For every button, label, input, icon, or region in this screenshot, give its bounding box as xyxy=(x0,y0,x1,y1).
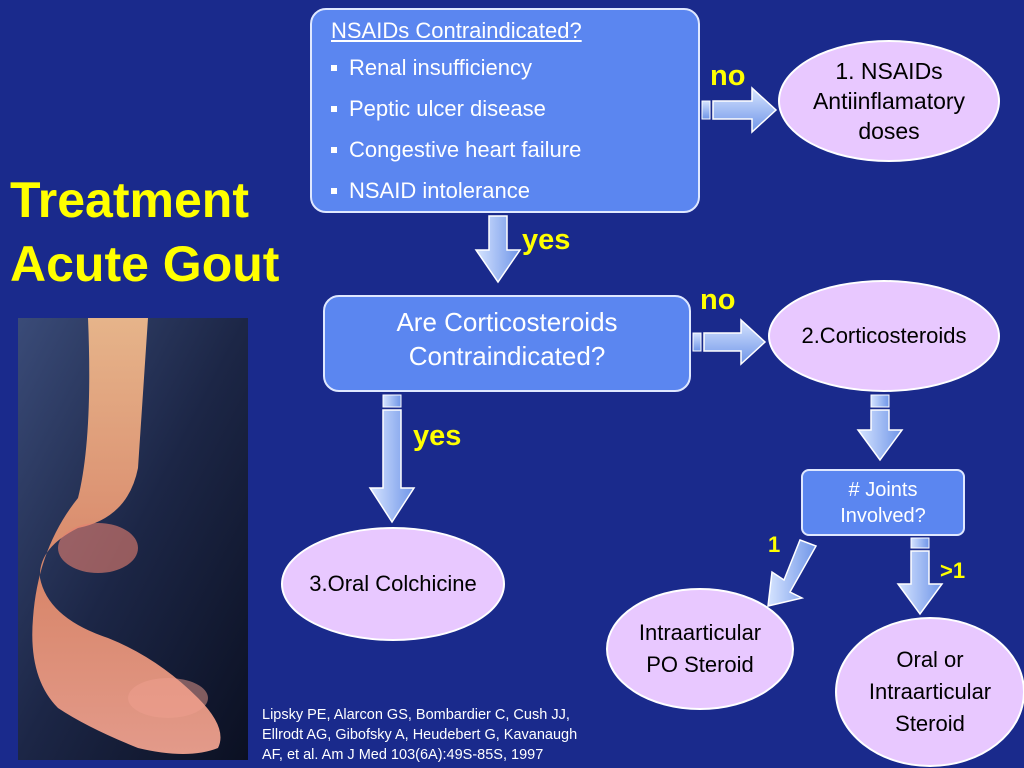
arrow-one-joint xyxy=(767,539,818,607)
gout-foot-photo xyxy=(18,318,248,760)
corticosteroids-outcome-label: 2.Corticosteroids xyxy=(801,323,967,348)
nsaids-outcome-oval: 1. NSAIDs Antiinflamatory doses xyxy=(778,40,1000,162)
arrow-no-corticosteroids xyxy=(692,318,767,366)
list-item: Peptic ulcer disease xyxy=(331,94,684,123)
title-line-2: Acute Gout xyxy=(10,236,280,292)
reference-line-1: Lipsky PE, Alarcon GS, Bombardier C, Cus… xyxy=(262,707,570,723)
list-item: NSAID intolerance xyxy=(331,176,684,205)
list-item: Congestive heart failure xyxy=(331,135,684,164)
colchicine-outcome-label: 3.Oral Colchicine xyxy=(309,571,477,596)
steroids-box-line-2: Contraindicated? xyxy=(408,341,606,371)
oral-line-3: Steroid xyxy=(895,711,965,736)
joints-box-line-2: Involved? xyxy=(840,505,926,527)
slide-title: Treatment Acute Gout xyxy=(10,168,330,296)
label-yes-1: yes xyxy=(522,224,571,256)
intraarticular-line-1: Intraarticular xyxy=(638,620,762,645)
arrow-more-joints xyxy=(896,537,944,616)
nsaids-outcome-line-2: Antiinflamatory xyxy=(812,88,966,114)
arrow-no-nsaids xyxy=(701,86,778,134)
intraarticular-outcome-oval: Intraarticular PO Steroid xyxy=(606,588,794,710)
joints-involved-box: # Joints Involved? xyxy=(801,469,965,536)
label-yes-2: yes xyxy=(413,420,462,452)
nsaids-outcome-line-3: doses xyxy=(858,118,920,144)
joints-box-line-1: # Joints xyxy=(848,479,918,501)
nsaids-contraindicated-box: NSAIDs Contraindicated? Renal insufficie… xyxy=(310,8,700,213)
nsaids-box-header: NSAIDs Contraindicated? xyxy=(331,18,582,43)
reference-line-2: Ellrodt AG, Gibofsky A, Heudebert G, Kav… xyxy=(262,727,578,743)
oral-line-2: Intraarticular xyxy=(868,679,992,704)
label-one-joint: 1 xyxy=(768,532,781,557)
label-no-2: no xyxy=(700,284,736,316)
corticosteroids-outcome-oval: 2.Corticosteroids xyxy=(768,280,1000,392)
arrow-yes-to-steroids xyxy=(474,215,522,284)
nsaids-contraindication-list: Renal insufficiency Peptic ulcer disease… xyxy=(326,53,684,205)
list-item: Renal insufficiency xyxy=(331,53,684,82)
colchicine-outcome-oval: 3.Oral Colchicine xyxy=(281,527,505,641)
steroids-box-line-1: Are Corticosteroids xyxy=(396,307,618,337)
title-line-1: Treatment xyxy=(10,172,249,228)
reference-line-3: AF, et al. Am J Med 103(6A):49S-85S, 199… xyxy=(262,747,544,763)
nsaids-outcome-line-1: 1. NSAIDs xyxy=(835,58,943,84)
reference-citation: Lipsky PE, Alarcon GS, Bombardier C, Cus… xyxy=(262,705,652,765)
oral-outcome-oval: Oral or Intraarticular Steroid xyxy=(835,617,1024,767)
intraarticular-line-2: PO Steroid xyxy=(646,652,754,677)
arrow-to-joints xyxy=(856,394,904,462)
label-more-joints: >1 xyxy=(940,558,966,583)
label-no-1: no xyxy=(710,60,746,92)
corticosteroids-contraindicated-box: Are Corticosteroids Contraindicated? xyxy=(323,295,691,392)
arrow-yes-to-colchicine xyxy=(368,394,416,524)
oral-line-1: Oral or xyxy=(896,647,964,672)
